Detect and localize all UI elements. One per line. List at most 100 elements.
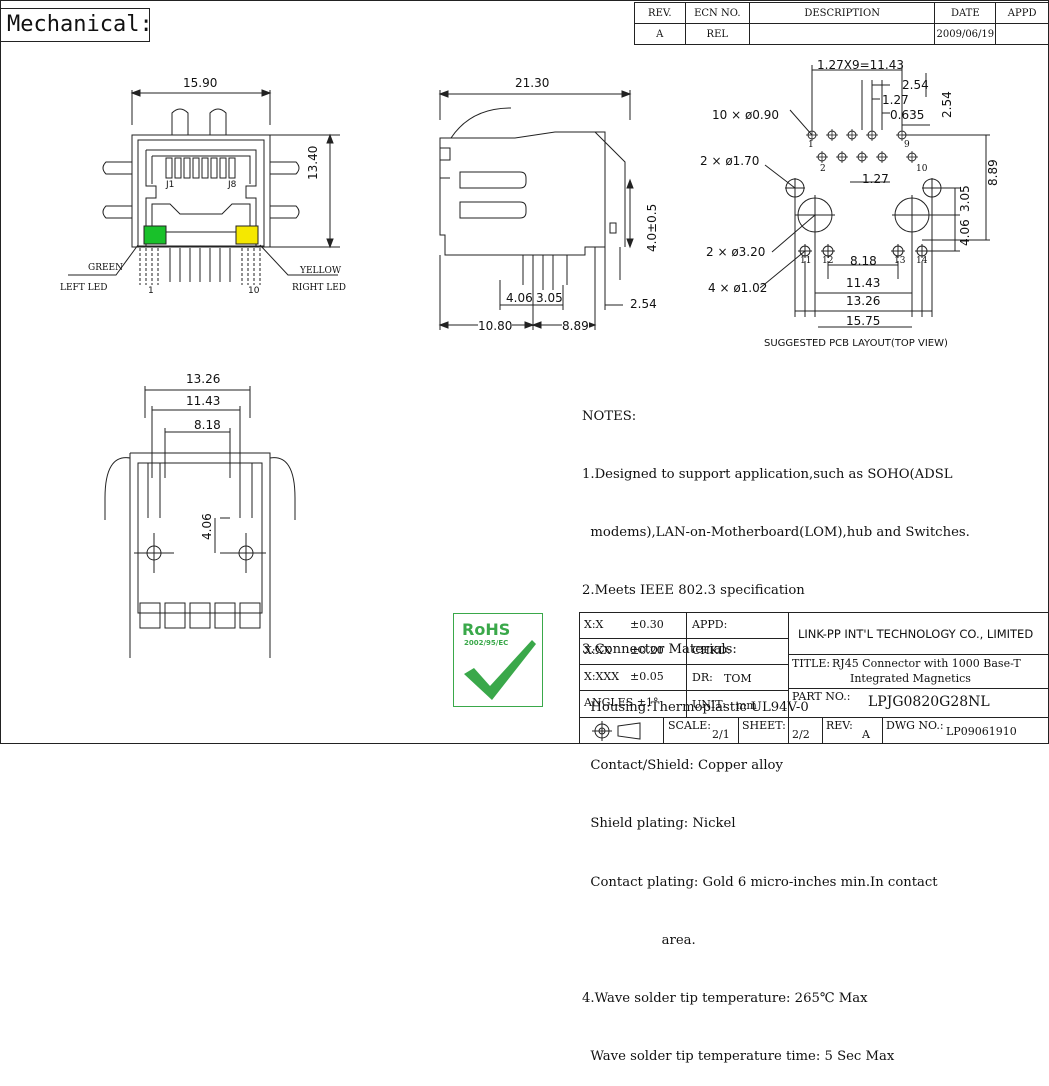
pcb-dim-1143: 11.43 (846, 276, 881, 290)
pcb-holes-2-320: 2 × ø3.20 (706, 245, 766, 259)
drawn-by-value: TOM (724, 672, 752, 685)
sheet-value: 2/2 (792, 728, 810, 741)
tb-divider (579, 690, 788, 691)
note-line: modems),LAN-on-Motherboard(LOM),hub and … (582, 525, 970, 541)
note-line: Wave solder tip temperature time: 5 Sec … (582, 1049, 895, 1065)
bottom-dim-1143: 11.43 (186, 394, 221, 408)
tb-divider (822, 717, 823, 744)
side-view-drawing (438, 90, 634, 330)
pcb-pin-12: 12 (822, 256, 834, 266)
tb-divider (579, 717, 1049, 718)
front-width-dim: 15.90 (183, 76, 218, 90)
pcb-caption: SUGGESTED PCB LAYOUT(TOP VIEW) (764, 338, 948, 349)
green-led (143, 225, 167, 245)
title-line-1: RJ45 Connector with 1000 Base-T (832, 657, 1021, 670)
pin-1-label: 1 (148, 286, 154, 296)
side-height-dim: 4.0±0.5 (645, 203, 659, 252)
note-line: 4.Wave solder tip temperature: 265℃ Max (582, 991, 868, 1006)
angles-tolerance: ANGLES ±1° (584, 696, 659, 709)
bottom-dim-1326: 13.26 (186, 372, 221, 386)
pcb-dim-254-vertical: 2.54 (940, 91, 954, 118)
rev-value: A (634, 23, 686, 45)
j8-label: J8 (228, 180, 237, 190)
pcb-pin-14: 14 (916, 256, 928, 266)
pcb-pin-11: 11 (800, 256, 812, 266)
pcb-pin-2: 2 (820, 164, 826, 174)
pcb-pin-10: 10 (916, 164, 928, 174)
tol-2-label: X:XX (584, 644, 612, 657)
revision-table: REV. ECN NO. DESCRIPTION DATE APPD A REL… (634, 2, 1049, 45)
pcb-dim-305: 3.05 (958, 185, 972, 212)
tb-divider (788, 654, 1049, 655)
pcb-pin-9: 9 (904, 140, 910, 150)
part-no-value: LPJG0820G28NL (868, 694, 990, 710)
side-dim-1080: 10.80 (478, 319, 513, 333)
scale-value: 2/1 (712, 728, 730, 741)
side-dim-254: 2.54 (630, 297, 657, 311)
ecn-value: REL (684, 23, 750, 45)
side-length-dim: 21.30 (515, 76, 550, 90)
pcb-dim-1326: 13.26 (846, 294, 881, 308)
bottom-dim-818: 8.18 (194, 418, 221, 432)
pcb-pin-13: 13 (894, 256, 906, 266)
bottom-dim-406: 4.06 (200, 513, 214, 540)
note-line: 2.Meets IEEE 802.3 specification (582, 583, 805, 599)
appd-value (995, 23, 1049, 45)
pcb-holes-4-102: 4 × ø1.02 (708, 281, 768, 295)
tb-divider (579, 664, 788, 665)
pcb-layout-drawing (759, 65, 990, 328)
unit-label: UNIT: (692, 698, 726, 711)
pcb-center-127: 1.27 (862, 172, 889, 186)
scale-label: SCALE: (668, 719, 711, 732)
pcb-dim-0635: 0.635 (890, 108, 925, 122)
pcb-dim-127: 1.27 (882, 93, 909, 107)
yellow-led (235, 225, 259, 245)
bottom-view-drawing (104, 386, 296, 658)
tb-divider (738, 717, 739, 744)
pcb-holes-2-170: 2 × ø1.70 (700, 154, 760, 168)
rev-value: A (862, 728, 870, 741)
side-dim-305: 3.05 (536, 291, 563, 305)
sheet-label: SHEET: (742, 719, 786, 732)
pcb-dim-1575: 15.75 (846, 314, 881, 328)
j1-label: J1 (166, 180, 175, 190)
title-line-2: Integrated Magnetics (850, 672, 971, 685)
note-line: Housing:Thermoplastic UL94V-0 (582, 699, 809, 715)
rohs-logo: RoHS 2002/95/EC (453, 613, 543, 707)
note-line: area. (582, 932, 696, 948)
dwg-no-value: LP09061910 (946, 725, 1017, 738)
description-value (748, 23, 936, 45)
tb-divider (882, 717, 883, 744)
rev-header: REV. (634, 2, 686, 24)
title-label: TITLE: (792, 657, 831, 670)
side-dim-889: 8.89 (562, 319, 589, 333)
pcb-dim-889: 8.89 (986, 159, 1000, 186)
pcb-dim-818: 8.18 (850, 254, 877, 268)
page-title: Mechanical: (7, 12, 153, 37)
title-box (0, 8, 150, 42)
unit-value: mm (736, 699, 757, 712)
projection-symbol-icon (592, 721, 641, 741)
date-header: DATE (934, 2, 997, 24)
front-view-drawing (68, 89, 340, 285)
pcb-dim-406: 4.06 (958, 219, 972, 246)
pcb-dim-254: 2.54 (902, 78, 929, 92)
front-height-dim: 13.40 (306, 145, 320, 180)
pcb-top-dim: 1.27X9=11.43 (817, 58, 904, 72)
tb-divider (579, 638, 788, 639)
tol-3-value: ±0.05 (630, 670, 664, 683)
chkd-label: CHKD: (692, 644, 731, 657)
part-no-label: PART NO.: (792, 690, 851, 703)
company-name: LINK-PP INT'L TECHNOLOGY CO., LIMITED (798, 627, 1034, 641)
pin-10-label: 10 (248, 286, 260, 296)
dwg-no-label: DWG NO.: (886, 719, 944, 732)
right-led-label: RIGHT LED (292, 283, 346, 293)
rohs-title: RoHS (462, 620, 511, 639)
date-value: 2009/06/19 (934, 23, 997, 45)
note-line: 3.Connector Materials: (582, 641, 737, 657)
note-line: Contact/Shield: Copper alloy (582, 758, 783, 774)
tol-3-label: X:XXX (584, 670, 620, 683)
rohs-subtitle: 2002/95/EC (464, 639, 509, 647)
description-header: DESCRIPTION (748, 2, 936, 24)
tb-divider (663, 717, 664, 744)
